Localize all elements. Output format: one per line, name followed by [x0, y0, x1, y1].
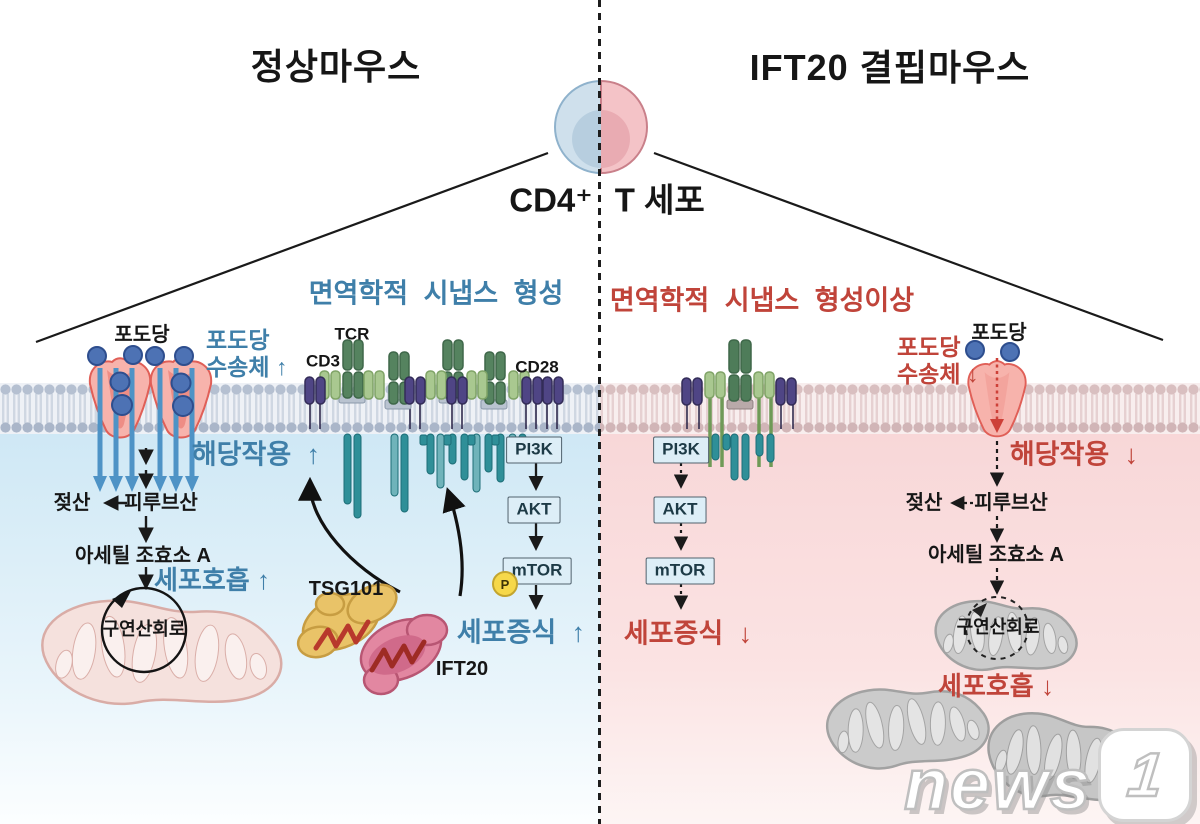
transporter-down-line2: 수송체 ↓	[897, 361, 979, 388]
tcr-label: TCR	[334, 324, 370, 344]
metabolism-arrows-right	[950, 441, 1005, 595]
transporter-down-line1: 포도당	[897, 334, 961, 360]
glucose-molecules-left	[87, 345, 194, 417]
news1-watermark: news 1	[896, 726, 1196, 824]
cd4-tcell-label: CD4⁺ T 세포	[509, 184, 704, 217]
cell-funnel-lines	[35, 151, 1164, 344]
pyruvate-label-left: 피루브산	[124, 492, 198, 514]
cd28-label: CD28	[515, 357, 559, 377]
glucose-transporter-down-label: 포도당 수송체 ↓	[897, 334, 978, 388]
synapse-formation-label: 면역학적 시냅스 형성	[308, 278, 564, 309]
acetyl-coa-label-right: 아세틸 조효소 A	[928, 544, 1064, 566]
phospho-badge: P	[492, 571, 518, 597]
glucose-label-right: 포도당	[971, 322, 1027, 344]
tsg101-protein-icon	[296, 583, 398, 659]
lactate-label-left: 젖산	[53, 492, 91, 514]
citric-cycle-circle-left	[100, 586, 188, 674]
title-normal-mouse: 정상마우스	[250, 46, 422, 87]
news1-watermark-text: news	[903, 744, 1093, 824]
glycolysis-down-label: 해당작용 ↓	[1009, 439, 1139, 470]
synapse-malformation-label: 면역학적 시냅스 형성이상	[609, 285, 915, 316]
glucose-flow-arrows	[93, 368, 199, 492]
mitochondrion-icon	[824, 678, 992, 773]
glycolysis-up-label: 해당작용 ↑	[191, 439, 321, 470]
mitochondrion-icon	[936, 601, 1077, 670]
transporter-up-line1: 포도당	[206, 327, 270, 353]
pi3k-box-left: PI3K	[506, 436, 562, 464]
proliferation-up-label: 세포증식 ↑	[456, 617, 586, 648]
respiration-up-label: 세포호흡 ↑	[154, 565, 270, 595]
recruitment-arrows	[298, 476, 466, 597]
glucose-transporter-up-label: 포도당 수송체 ↑	[206, 327, 287, 381]
tcell-label-part: T 세포	[614, 181, 705, 219]
citric-cycle-label-right: 구연산회로	[956, 617, 1040, 637]
respiration-down-label: 세포호흡 ↓	[938, 671, 1054, 701]
cd4-label-part: CD4⁺	[509, 181, 593, 219]
cd4-tcell-icon	[554, 79, 648, 175]
ift20-protein-icon	[359, 613, 449, 696]
akt-box-right: AKT	[653, 496, 707, 524]
pyruvate-label-right: 피루브산	[974, 492, 1048, 514]
acetyl-coa-label-left: 아세틸 조효소 A	[75, 545, 211, 567]
mtor-box-left: mTOR	[502, 557, 572, 585]
news1-watermark-one: 1	[1123, 739, 1167, 811]
cd3-label: CD3	[305, 351, 341, 371]
ift20-label: IFT20	[435, 658, 489, 680]
mtor-box-right: mTOR	[645, 557, 715, 585]
glucose-transporter-deficient-icon	[965, 340, 1027, 438]
citric-cycle-circle-right	[965, 596, 1029, 660]
glucose-label-left: 포도당	[114, 324, 170, 346]
center-divider-dashed-line	[598, 0, 601, 824]
transporter-up-line2: 수송체 ↑	[206, 354, 288, 381]
pi3k-box-right: PI3K	[653, 436, 709, 464]
news1-watermark-box: 1	[1098, 728, 1192, 822]
tsg101-label: TSG101	[308, 578, 384, 600]
title-ift20-deficient-mouse: IFT20 결핍마우스	[749, 47, 1031, 88]
proliferation-down-label: 세포증식 ↓	[623, 618, 753, 649]
lactate-label-right: 젖산	[905, 492, 943, 514]
akt-box-left: AKT	[507, 496, 561, 524]
citric-cycle-label-left: 구연산회로	[102, 619, 186, 639]
tcr-complex-small-icon	[681, 339, 797, 481]
metabolism-arrows-left	[102, 448, 154, 591]
